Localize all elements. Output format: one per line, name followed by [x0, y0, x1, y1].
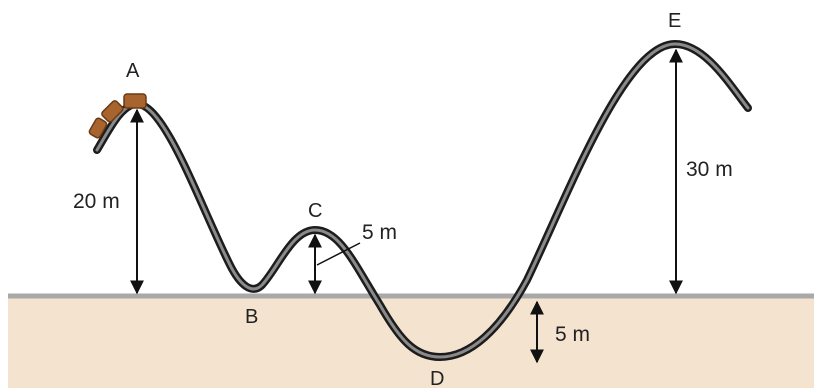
- height-label-a: 20 m: [73, 190, 120, 213]
- height-label-e: 30 m: [686, 158, 733, 181]
- height-label-c: 5 m: [362, 221, 397, 244]
- roller-coaster-track: [93, 39, 752, 362]
- point-label-d: D: [430, 368, 444, 388]
- cart-car-middle: [101, 100, 124, 123]
- height-label-d: 5 m: [555, 323, 590, 346]
- leader-line-c: [316, 242, 361, 266]
- point-label-a: A: [126, 60, 140, 82]
- point-label-c: C: [308, 200, 322, 222]
- point-label-b: B: [245, 306, 258, 328]
- cart-car-rear: [88, 117, 108, 139]
- cart-car-front: [123, 93, 147, 109]
- point-label-e: E: [668, 10, 681, 32]
- coaster-cart: [88, 93, 147, 139]
